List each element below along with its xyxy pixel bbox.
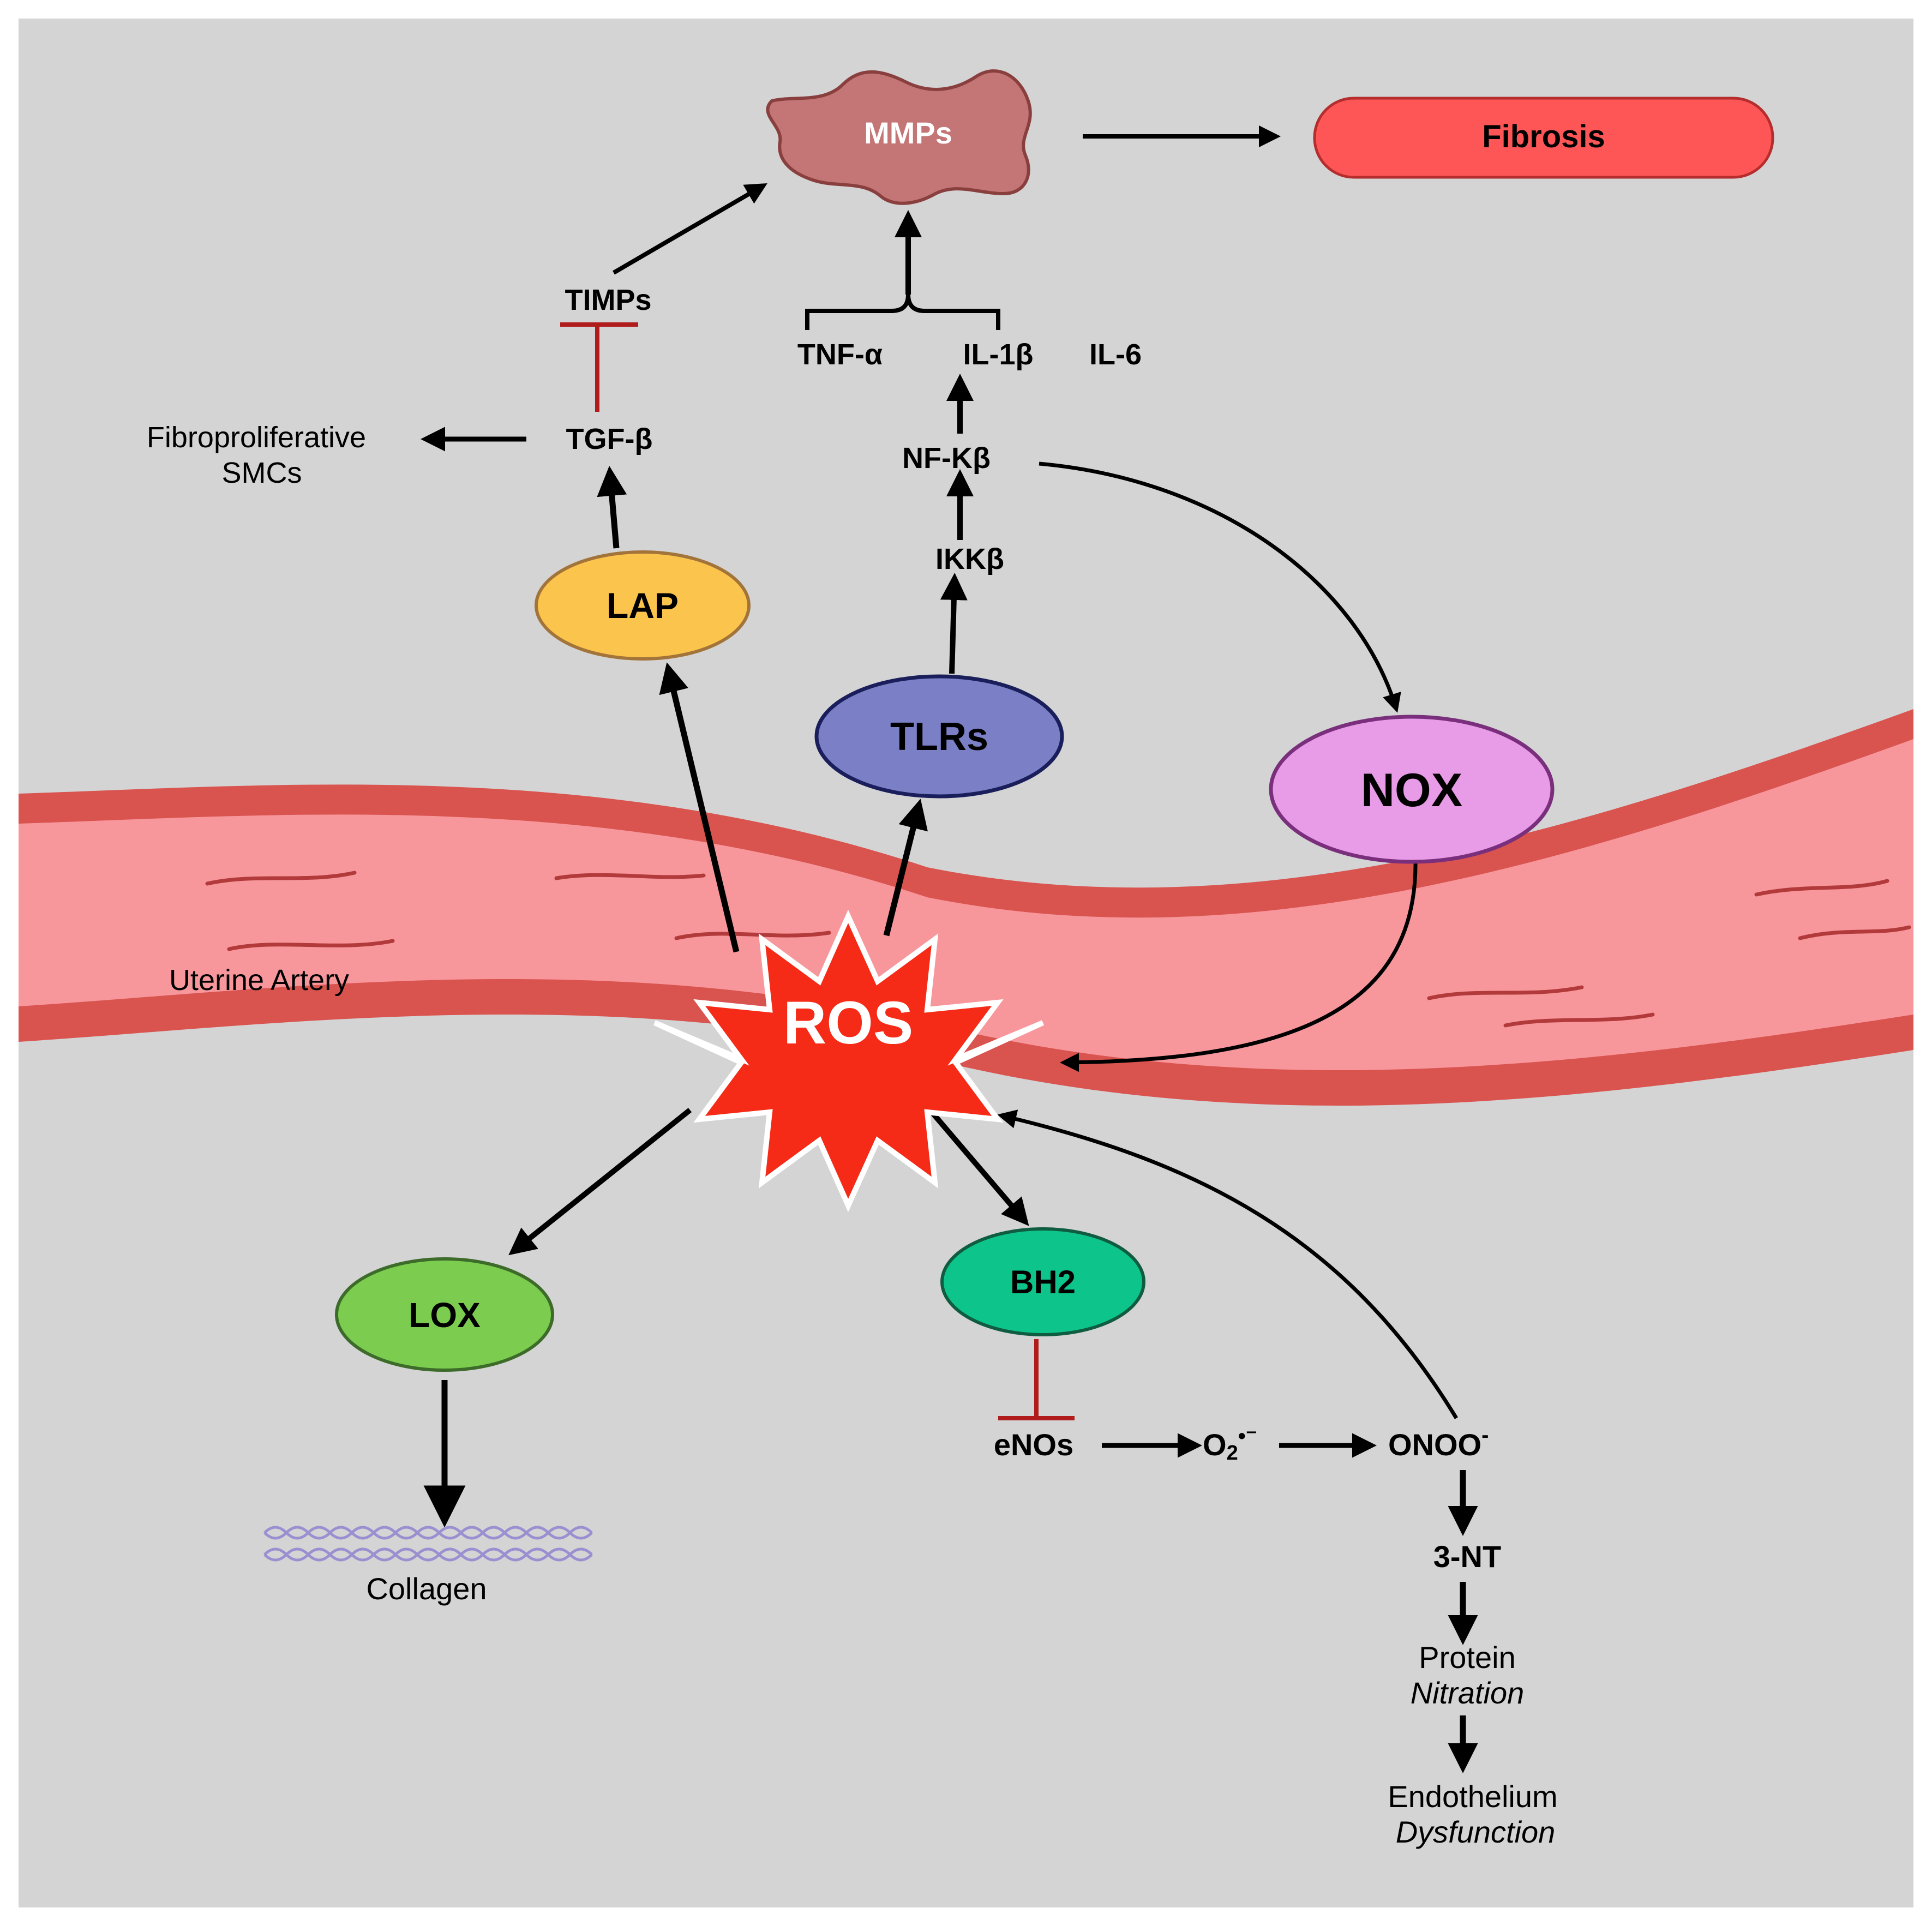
arrow-nox-to-ros [1060,859,1418,1072]
tlrs-node: TLRs [814,674,1064,799]
activation-arrows [421,125,1478,1773]
ros-burst-icon [653,909,1045,1213]
il6-label: IL-6 [1089,338,1142,371]
superoxide-superscript: •⁻ [1238,1424,1257,1448]
lap-shape [535,550,751,661]
nox-label: NOX [1361,764,1462,817]
superoxide-base: O [1203,1427,1227,1462]
onoo-base: ONOO [1388,1427,1481,1462]
3nt-label: 3-NT [1433,1539,1501,1574]
bh2-label: BH2 [1010,1264,1076,1300]
enos-label: eNOs [994,1427,1073,1462]
arrow-nfkb-to-nox [1039,461,1401,713]
cytokine-bracket [805,294,1000,330]
tnf-alpha-label: TNF-α [797,338,883,371]
inhibition-lines [560,322,1075,1420]
mmps-node: MMPs [766,69,1032,205]
tgf-inhibits-timps [560,322,638,412]
onoo-label: ONOO- [1388,1423,1489,1462]
lap-label: LAP [607,585,679,626]
collagen-node: Collagen [263,1526,593,1606]
arrow-ros-to-lox [508,1108,692,1256]
uterine-artery-label: Uterine Artery [169,964,349,997]
superoxide-subscript: 2 [1227,1442,1238,1465]
smcs-label: SMCs [222,457,302,489]
nox-node: NOX [1269,715,1555,864]
bh2-inhibits-enos [998,1339,1075,1420]
arrow-tlrs-to-ikkb [940,573,968,674]
bh2-node: BH2 [940,1227,1145,1336]
ros-node: ROS [653,909,1045,1213]
dysfunction-label: Dysfunction [1396,1815,1556,1849]
mmps-label: MMPs [864,116,952,150]
arrow-ros-to-lap [659,662,740,953]
tgf-beta-label: TGF-β [566,423,653,455]
nitration-label: Nitration [1411,1676,1525,1710]
collagen-helix-icon [263,1526,593,1562]
artery-lumen [19,739,1913,1071]
il1b-label: IL-1β [963,338,1034,371]
mmps-shape [766,69,1032,205]
collagen-label: Collagen [366,1571,487,1606]
fibrosis-label: Fibrosis [1482,119,1605,154]
arrow-lap-to-tgf [597,466,627,549]
nox-shape [1269,715,1555,864]
arrow-onoo-to-ros [997,1109,1458,1419]
fibroproliferative-label: Fibroproliferative [147,421,366,454]
lox-shape [335,1257,554,1372]
arrow-ros-to-bh2 [928,1108,1029,1226]
onoo-superscript: - [1481,1423,1489,1447]
lox-label: LOX [409,1295,481,1335]
bh2-shape [940,1227,1145,1336]
lap-node: LAP [535,550,751,661]
endothelium-label: Endothelium [1388,1779,1557,1814]
arrow-ros-to-tlrs [883,799,928,937]
superoxide-label: O2•⁻ [1203,1424,1257,1465]
lox-node: LOX [335,1257,554,1372]
protein-label: Protein [1419,1640,1515,1675]
ros-label: ROS [783,989,913,1057]
uterine-artery [19,709,1913,1106]
fibrosis-node: Fibrosis [1313,97,1774,179]
ikkb-label: IKKβ [935,543,1004,575]
tlrs-shape [814,674,1064,799]
arrow-timps-to-mmps [612,183,767,275]
timps-label: TIMPs [565,284,651,316]
fibrosis-shape [1313,97,1774,179]
nf-kb-label: NF-Kβ [902,442,991,475]
tlrs-label: TLRs [890,715,988,759]
